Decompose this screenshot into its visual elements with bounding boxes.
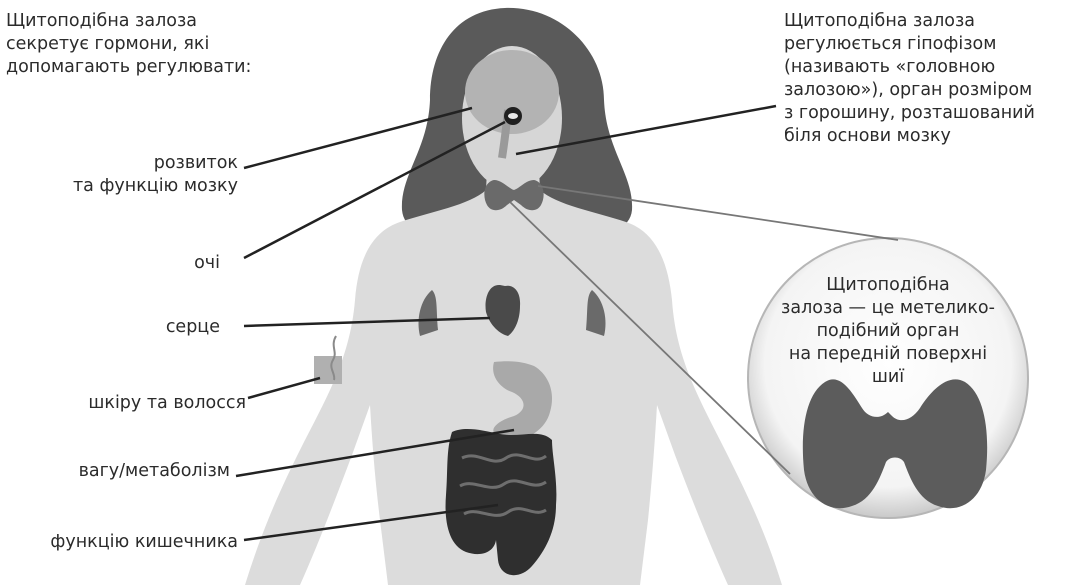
pupil xyxy=(508,113,518,119)
skin-sample xyxy=(314,356,342,384)
intro-line: Щитоподібна залоза xyxy=(6,10,251,33)
leader-line-skin xyxy=(248,378,320,398)
pituitary-line: залозою»), орган розміром xyxy=(784,79,1035,102)
label-eyes: очі xyxy=(194,252,220,275)
label-brain: розвиток та функцію мозку xyxy=(73,152,238,198)
label-skin-hair-text: шкіру та волосся xyxy=(88,392,246,415)
label-bowel: функцію кишечника xyxy=(50,531,238,554)
label-brain-line: розвиток xyxy=(73,152,238,175)
intro-line: секретує гормони, які xyxy=(6,33,251,56)
callout-line: шиї xyxy=(768,366,1008,389)
label-weight-text: вагу/метаболізм xyxy=(79,460,230,483)
intro-line: допомагають регулювати: xyxy=(6,56,251,79)
pituitary-line: біля основи мозку xyxy=(784,125,1035,148)
pituitary-line: Щитоподібна залоза xyxy=(784,10,1035,33)
callout-line: на передній поверхні xyxy=(768,343,1008,366)
label-weight: вагу/метаболізм xyxy=(79,460,230,483)
thyroid-callout-text: Щитоподібна залоза — це метелико- подібн… xyxy=(768,274,1008,389)
pituitary-line: (називають «головною xyxy=(784,56,1035,79)
label-eyes-text: очі xyxy=(194,252,220,275)
intro-text: Щитоподібна залоза секретує гормони, які… xyxy=(6,10,251,79)
label-bowel-text: функцію кишечника xyxy=(50,531,238,554)
label-heart: серце xyxy=(166,316,220,339)
label-heart-text: серце xyxy=(166,316,220,339)
callout-line: залоза — це метелико- xyxy=(768,297,1008,320)
label-brain-line: та функцію мозку xyxy=(73,175,238,198)
label-skin-hair: шкіру та волосся xyxy=(88,392,246,415)
pituitary-line: регулюється гіпофізом xyxy=(784,33,1035,56)
callout-line: подібний орган xyxy=(768,320,1008,343)
pituitary-line: з горошину, розташований xyxy=(784,102,1035,125)
callout-line: Щитоподібна xyxy=(768,274,1008,297)
pituitary-note: Щитоподібна залоза регулюється гіпофізом… xyxy=(784,10,1035,148)
